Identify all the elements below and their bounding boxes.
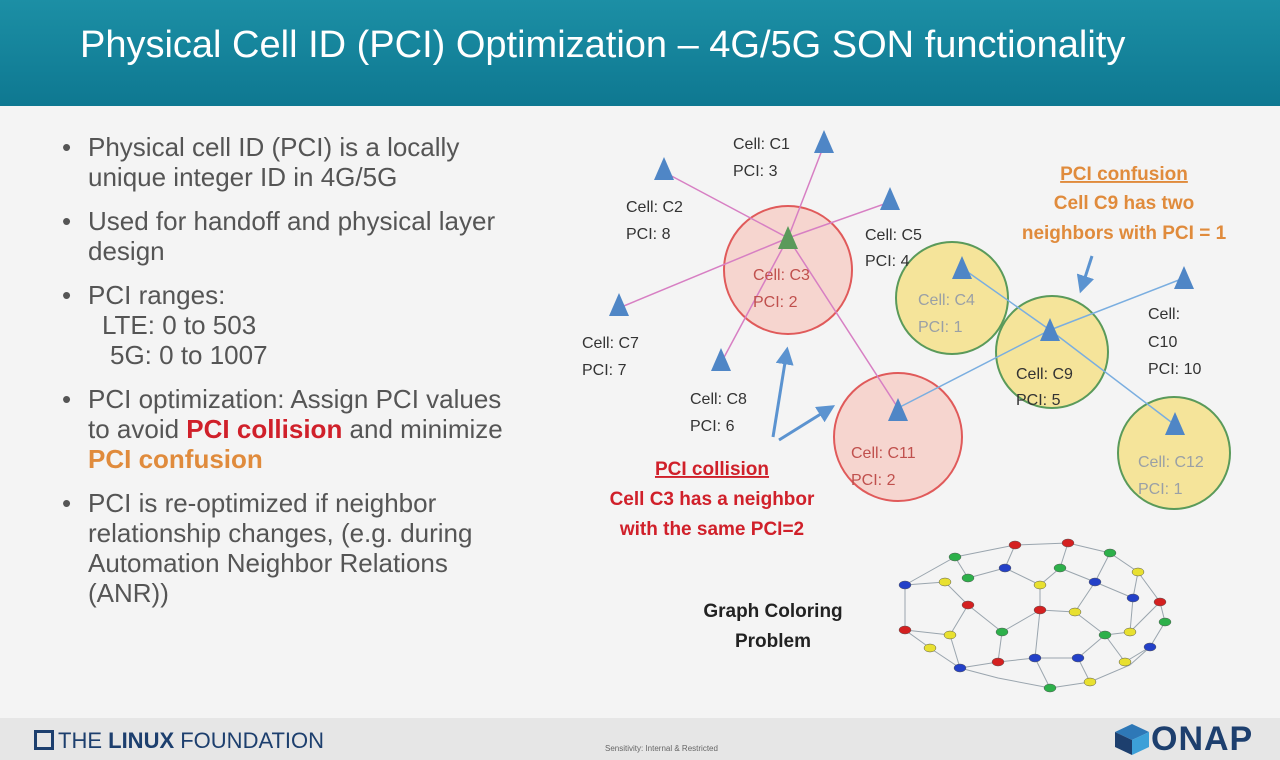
logo-text: FOUNDATION (174, 728, 325, 753)
bullet-dot: • (62, 206, 72, 236)
logo-text: THE (58, 728, 109, 753)
cell-c9-pci: PCI: 5 (1016, 392, 1061, 409)
bullet-dot: • (62, 488, 72, 518)
bullet-text: to avoid PCI collision and minimize (88, 414, 560, 444)
cell-c5-name: Cell: C5 (865, 227, 922, 244)
bullet-text: design (88, 236, 165, 266)
blue-triangle-icon (609, 293, 629, 316)
bullet-text: (ANR)) (88, 578, 169, 608)
cell-markers (609, 130, 1194, 435)
cell-c10-pci: PCI: 10 (1148, 361, 1201, 378)
bullet-list: • Physical cell ID (PCI) is a locally un… (60, 132, 560, 622)
cell-c11-pci: PCI: 2 (851, 472, 896, 489)
cell-c1-pci: PCI: 3 (733, 163, 778, 180)
confusion-arrow (1076, 255, 1094, 294)
cell-c2-name: Cell: C2 (626, 199, 683, 216)
graph-coloring-label: Problem (735, 631, 811, 652)
c9-neighbor-links (897, 267, 1185, 426)
cell-c10-name: Cell: (1148, 306, 1180, 323)
bullet-dot: • (62, 384, 72, 414)
text-fragment: and minimize (342, 414, 503, 444)
bullet-dot: • (62, 132, 72, 162)
blue-triangle-icon (888, 398, 908, 421)
bullet-item: • Physical cell ID (PCI) is a locally un… (60, 132, 560, 192)
pci-confusion-term: PCI confusion (88, 444, 263, 474)
pci-collision-text: with the same PCI=2 (619, 519, 804, 540)
cube-icon (1115, 724, 1149, 755)
bullet-text: relationship changes, (e.g. during (88, 518, 473, 548)
bullet-text: unique integer ID in 4G/5G (88, 162, 398, 192)
blue-triangle-icon (814, 130, 834, 153)
footer-bar (0, 718, 1280, 760)
pci-confusion-title: PCI confusion (1060, 164, 1188, 185)
cell-c3-coverage (723, 205, 853, 335)
pci-network-diagram: Cell: C1 PCI: 3 Cell: C2 PCI: 8 Cell: C5… (582, 130, 1231, 693)
pci-range-lte: LTE: 0 to 503 (102, 310, 257, 340)
cell-c11-coverage (833, 372, 963, 502)
onap-logo: ONAP (1113, 720, 1254, 759)
pci-collision-term: PCI collision (186, 414, 343, 444)
cell-c12-coverage (1117, 396, 1231, 510)
cell-c1-name: Cell: C1 (733, 136, 790, 153)
text-fragment: to avoid (88, 414, 187, 444)
cell-c12-pci: PCI: 1 (1138, 481, 1183, 498)
pci-confusion-text: Cell C9 has two (1054, 193, 1194, 214)
cell-c7-name: Cell: C7 (582, 335, 639, 352)
pci-collision-title: PCI collision (655, 459, 769, 480)
sensitivity-label: Sensitivity: Internal & Restricted (605, 744, 718, 753)
bullet-text: PCI ranges: (88, 280, 226, 310)
bullet-text: PCI optimization: Assign PCI values (88, 384, 502, 414)
collision-arrow (771, 346, 794, 438)
bullet-item: • PCI optimization: Assign PCI values to… (60, 384, 560, 474)
cell-c8-pci: PCI: 6 (690, 418, 735, 435)
bullet-text: Physical cell ID (PCI) is a locally (88, 132, 460, 162)
cell-c10-id: C10 (1148, 334, 1177, 351)
cell-c4-name: Cell: C4 (918, 292, 975, 309)
cell-c2-pci: PCI: 8 (626, 226, 671, 243)
graph-coloring-illustration (898, 538, 1172, 693)
bullet-text: PCI is re-optimized if neighbor (88, 488, 437, 518)
blue-triangle-icon (880, 187, 900, 210)
linux-foundation-logo: THE LINUX FOUNDATION (34, 728, 324, 754)
cell-c8-name: Cell: C8 (690, 391, 747, 408)
title-bar (0, 0, 1280, 106)
blue-triangle-icon (1040, 318, 1060, 341)
square-icon (34, 730, 54, 750)
slide-title: Physical Cell ID (PCI) Optimization – 4G… (80, 24, 1126, 66)
bullet-text: Used for handoff and physical layer (88, 206, 496, 236)
blue-triangle-icon (711, 348, 731, 371)
cell-c3-name: Cell: C3 (753, 267, 810, 284)
bullet-item: • PCI is re-optimized if neighbor relati… (60, 488, 560, 608)
collision-arrow (778, 405, 836, 442)
pci-collision-text: Cell C3 has a neighbor (610, 489, 815, 510)
graph-coloring-label: Graph Coloring (703, 601, 842, 622)
bullet-text: Automation Neighbor Relations (88, 548, 448, 578)
cell-c4-coverage (895, 241, 1009, 355)
bullet-item: • PCI ranges: LTE: 0 to 503 5G: 0 to 100… (60, 280, 560, 370)
blue-triangle-icon (654, 157, 674, 180)
onap-wordmark: ONAP (1151, 720, 1254, 758)
cell-c3-pci: PCI: 2 (753, 294, 798, 311)
blue-triangle-icon (1174, 266, 1194, 289)
cell-c5-pci: PCI: 4 (865, 253, 910, 270)
cell-c7-pci: PCI: 7 (582, 362, 627, 379)
bullet-item: • Used for handoff and physical layer de… (60, 206, 560, 266)
logo-text-bold: LINUX (108, 728, 175, 753)
cell-c11-name: Cell: C11 (851, 445, 916, 462)
pci-range-5g: 5G: 0 to 1007 (110, 340, 268, 370)
cell-c9-coverage (995, 295, 1109, 409)
cell-c12-name: Cell: C12 (1138, 454, 1204, 471)
cell-c9-name: Cell: C9 (1016, 366, 1073, 383)
pci-confusion-text: neighbors with PCI = 1 (1022, 223, 1227, 244)
bullet-dot: • (62, 280, 72, 310)
blue-triangle-icon (1165, 412, 1185, 435)
blue-triangle-icon (952, 256, 972, 279)
green-triangle-icon (778, 226, 798, 249)
cell-c4-pci: PCI: 1 (918, 319, 963, 336)
c3-neighbor-links (618, 144, 899, 409)
